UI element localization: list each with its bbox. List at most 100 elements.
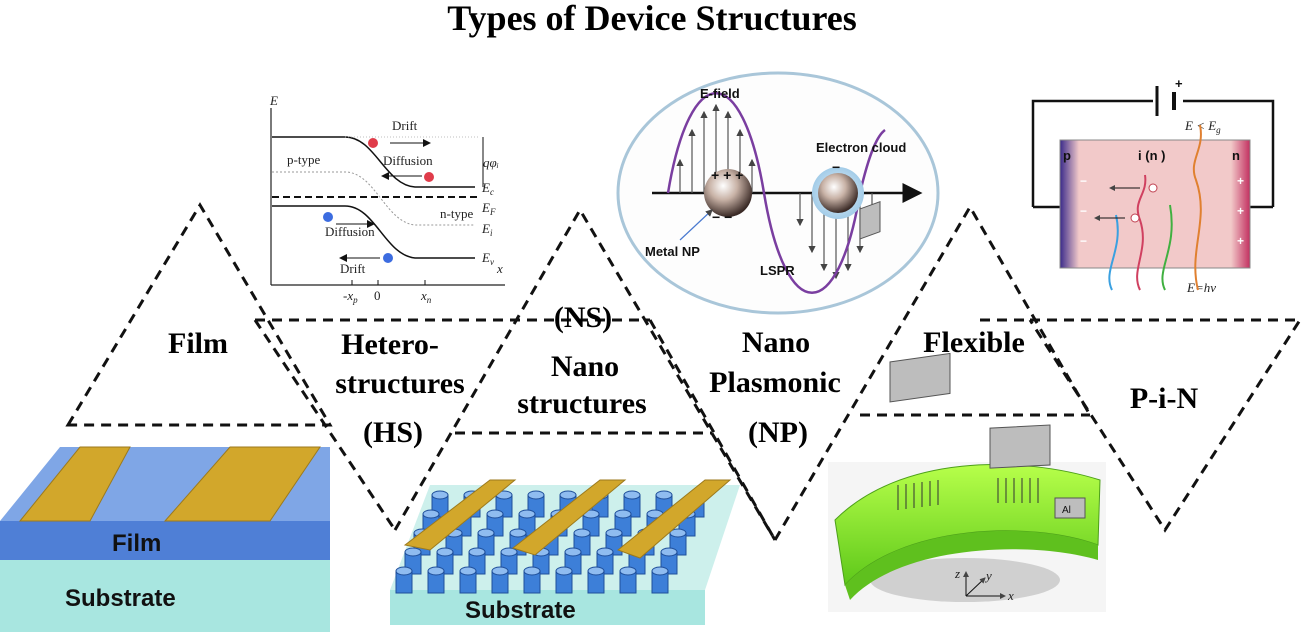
nanopillar-top xyxy=(669,528,687,538)
pin-i-label: i (n ) xyxy=(1138,148,1165,163)
band-x-axis-label: x xyxy=(496,261,503,276)
nanopillar-top xyxy=(527,490,545,500)
film-electrode-left xyxy=(18,446,131,522)
nanopillar-top xyxy=(573,528,591,538)
flexible-device: Al x z y xyxy=(828,201,1106,612)
band-n-type: n-type xyxy=(440,206,473,221)
nanopillar-top xyxy=(422,509,440,519)
hole-dot xyxy=(323,212,333,222)
flex-axis-x: x xyxy=(1007,588,1014,603)
nanopillar-top xyxy=(605,528,623,538)
flex-base xyxy=(870,558,1060,602)
nanopillar-top xyxy=(509,528,527,538)
category-ns-line2: Nano xyxy=(551,350,619,383)
nanopillar-top xyxy=(623,490,641,500)
e-field-wave xyxy=(666,92,886,294)
band-ec-curve xyxy=(272,136,475,188)
svg-text:−: − xyxy=(1080,204,1087,218)
category-hs-line3: (HS) xyxy=(363,416,423,449)
pin-e-hv: E=hν xyxy=(1186,280,1216,295)
svg-text:−: − xyxy=(1080,174,1087,188)
plasmonic-diagram: + + + − − − E-field Electron cloud Metal… xyxy=(616,71,940,315)
pin-body xyxy=(1059,139,1251,269)
band-tick-xp: -xp xyxy=(343,288,358,305)
band-diagram: E x qφᵢ Ec EF Ei Ev Drift Diffusion p-ty… xyxy=(269,93,505,305)
electron-dot xyxy=(368,138,378,148)
band-tick-0: 0 xyxy=(374,288,381,303)
film-substrate-front xyxy=(0,560,330,632)
lspr-label: LSPR xyxy=(760,263,795,278)
svg-text:−: − xyxy=(1080,234,1087,248)
band-ei-curve xyxy=(272,171,475,226)
nanopillar-top xyxy=(436,547,454,557)
nanopillar-top xyxy=(427,566,445,576)
band-ev-curve xyxy=(272,205,475,259)
pin-circuit-wire xyxy=(1031,99,1275,207)
svg-text:+ + +: + + + xyxy=(711,167,743,183)
nanopillar-top xyxy=(518,509,536,519)
metal-np-sphere xyxy=(704,169,752,217)
pin-e-lt-eg: E < Eg xyxy=(1184,118,1221,135)
category-np-line1: Nano xyxy=(742,326,810,359)
ns-electrode-2 xyxy=(511,479,627,556)
nanopillar-top xyxy=(523,566,541,576)
band-ev-label: Ev xyxy=(481,250,494,267)
hole-dot xyxy=(383,253,393,263)
flex-axis-z: z xyxy=(954,566,960,581)
nanopillar-top xyxy=(660,547,678,557)
band-tick-xn: xn xyxy=(420,288,432,305)
svg-text:− −: − − xyxy=(712,209,732,225)
film-electrode-right xyxy=(163,446,321,522)
pin-diagram: + p n i (n ) E < Eg E=hν −−− +++ xyxy=(1031,76,1275,295)
film-substrate-label: Substrate xyxy=(65,585,176,612)
nanopillar-top xyxy=(655,490,673,500)
svg-text:−: − xyxy=(832,159,840,175)
ns-substrate-label: Substrate xyxy=(465,597,576,624)
category-flexible: Flexible xyxy=(923,326,1025,359)
category-hs-line2: structures xyxy=(335,367,464,400)
ns-electrode-3 xyxy=(616,479,732,559)
interdigitated-fingers xyxy=(897,478,1039,510)
flex-al-label: Al xyxy=(1062,505,1071,516)
band-e-axis-label: E xyxy=(269,93,278,108)
category-np-line2: Plasmonic xyxy=(709,366,841,399)
nanopillar-top xyxy=(651,566,669,576)
nanopillar-top xyxy=(431,490,449,500)
category-film: Film xyxy=(168,327,228,360)
band-ei-label: Ei xyxy=(481,221,493,238)
band-p-type: p-type xyxy=(287,152,320,167)
category-ns-line1: (NS) xyxy=(554,301,612,334)
category-pin: P-i-N xyxy=(1130,382,1199,415)
nanopillar-top xyxy=(564,547,582,557)
nanopillar-top xyxy=(477,528,495,538)
battery-plus: + xyxy=(1175,76,1183,91)
photon-wave-green xyxy=(1161,204,1173,291)
flex-electrodes xyxy=(859,201,1086,519)
band-ef-label: EF xyxy=(481,200,496,217)
category-ns-line3: structures xyxy=(517,387,646,420)
np-sphere xyxy=(818,173,858,213)
svg-text:+: + xyxy=(1237,174,1244,188)
nanopillar-top xyxy=(486,509,504,519)
nanopillar-top xyxy=(468,547,486,557)
nanopillar-top xyxy=(404,547,422,557)
electron-dot xyxy=(424,172,434,182)
svg-text:+: + xyxy=(1237,234,1244,248)
figure-title: Types of Device Structures xyxy=(447,0,857,38)
category-np-line3: (NP) xyxy=(748,416,808,449)
metal-np-label: Metal NP xyxy=(645,244,700,259)
flex-axes xyxy=(963,571,1006,599)
nanopillar-top xyxy=(395,566,413,576)
photon-wave-red xyxy=(1136,174,1147,291)
pin-n-label: n xyxy=(1232,148,1240,163)
pin-p-label: p xyxy=(1063,148,1071,163)
nanopillar-top xyxy=(459,566,477,576)
band-diffusion-top: Diffusion xyxy=(383,153,433,168)
nanopillar-top xyxy=(587,566,605,576)
band-diffusion-bottom: Diffusion xyxy=(325,224,375,239)
electron-cloud-label: Electron cloud xyxy=(816,140,906,155)
film-device: Film Substrate xyxy=(0,446,330,632)
nanopillar-top xyxy=(596,547,614,557)
flex-axis-y: y xyxy=(984,568,992,583)
